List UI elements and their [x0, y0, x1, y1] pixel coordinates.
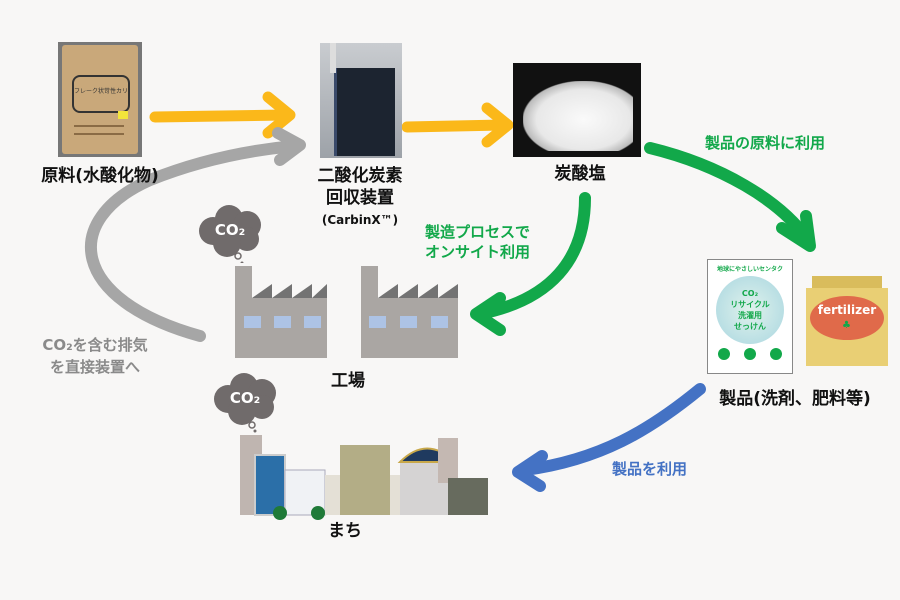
detergent-box-image: 地球にやさしいセンタク CO₂ リサイクル 洗濯用 せっけん: [707, 259, 793, 374]
detergent-line1: CO₂: [741, 289, 759, 298]
carbonate-image: [513, 63, 641, 157]
capture-label-line2: 回収装置: [326, 188, 394, 208]
onsite-label-line2: オンサイト利用: [425, 243, 531, 261]
factory-label: 工場: [331, 371, 365, 391]
cloud-text: CO₂: [214, 221, 246, 239]
sprout-icon: ♣: [842, 320, 851, 331]
detergent-line4: せっけん: [734, 322, 766, 331]
town-illustration: [240, 435, 488, 520]
exhaust-label: CO₂を含む排気 を直接装置へ: [15, 334, 175, 378]
fertilizer-text: fertilizer: [817, 303, 877, 317]
co2-cloud-town: CO₂: [210, 373, 282, 433]
onsite-label: 製造プロセスで オンサイト利用: [425, 222, 530, 262]
cloud-text: CO₂: [229, 389, 261, 407]
products-label: 製品(洗剤、肥料等): [719, 389, 871, 409]
co2-cloud-factory: CO₂: [195, 203, 267, 263]
detergent-line2: リサイクル: [730, 300, 770, 309]
carbonate-label: 炭酸塩: [554, 164, 606, 184]
product-use-label: 製品を利用: [612, 460, 688, 478]
raw-material-image: フレーク状苛性カリ: [58, 42, 142, 157]
capture-label-line3: (CarbinX™): [321, 213, 399, 227]
onsite-label-line1: 製造プロセスで: [425, 223, 531, 241]
arrow-product-use: [512, 383, 706, 492]
capture-device-label: 二酸化炭素 回収装置 (CarbinX™): [300, 165, 420, 231]
factory-building: [235, 266, 327, 358]
factory-building: [361, 266, 458, 358]
capture-device-image: [320, 43, 402, 158]
detergent-text: CO₂ リサイクル 洗濯用 せっけん: [708, 288, 792, 332]
arrow-capture-to-carbonate: [401, 102, 514, 148]
detergent-title: 地球にやさしいセンタク: [716, 266, 783, 273]
arrow-product-material: [644, 142, 816, 252]
exhaust-label-line2: を直接装置へ: [49, 358, 140, 376]
arrow-exhaust: [85, 127, 306, 342]
cloud-icon: [214, 373, 276, 433]
factory-illustration: [235, 266, 458, 358]
raw-material-label: 原料(水酸化物): [41, 166, 159, 186]
arrow-raw-to-capture: [149, 91, 296, 139]
capture-label-line1: 二酸化炭素: [317, 166, 403, 186]
town-label: まち: [328, 521, 362, 541]
cloud-icon: [199, 205, 261, 263]
bag-label: フレーク状苛性カリ: [72, 75, 130, 113]
exhaust-label-line1: CO₂を含む排気: [42, 336, 148, 354]
product-material-label: 製品の原料に利用: [705, 134, 826, 152]
fertilizer-bag-image: fertilizer ♣: [806, 276, 888, 366]
detergent-line3: 洗濯用: [738, 311, 762, 320]
arrow-onsite: [470, 192, 591, 336]
